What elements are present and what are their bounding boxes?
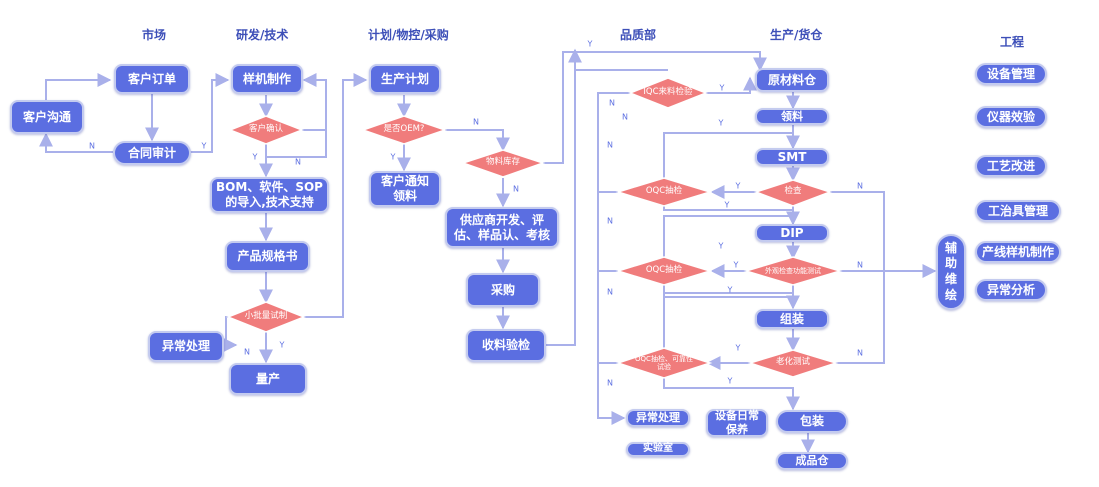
purchase-box[interactable]: 采购 <box>466 273 540 307</box>
raw-warehouse-box[interactable]: 原材料仓 <box>755 68 829 92</box>
flag-y: Y <box>201 141 207 151</box>
header-engineering: 工程 <box>1000 35 1025 49</box>
flag-n: N <box>607 140 613 150</box>
instrument-calibration-box[interactable]: 仪器效验 <box>975 106 1047 128</box>
inspect-label: 检查 <box>784 186 802 197</box>
customer-communication-box[interactable]: 客户沟通 <box>10 100 84 134</box>
header-quality: 品质部 <box>620 28 657 42</box>
is-oem-diamond[interactable] <box>360 115 448 145</box>
oqc3-diamond[interactable] <box>615 347 713 379</box>
flag-n: N <box>607 216 613 226</box>
equipment-management-box[interactable]: 设备管理 <box>975 63 1047 85</box>
bom-import-box[interactable]: BOM、软件、SOP 的导入,技术支持 <box>210 177 329 213</box>
flag-y: Y <box>718 241 724 251</box>
header-production: 生产/货仓 <box>770 28 823 42</box>
line-sample-box[interactable]: 产线样机制作 <box>975 241 1061 263</box>
supplier-development-box[interactable]: 供应商开发、评 估、样品认、考核 <box>445 207 559 248</box>
flag-y: Y <box>252 152 258 162</box>
flag-n: N <box>622 112 628 122</box>
flag-y: Y <box>735 181 741 191</box>
flag-n: N <box>857 348 863 358</box>
quality-exception-box[interactable]: 异常处理 <box>626 409 690 427</box>
aux-drawing-box[interactable]: 辅 助 维 绘 <box>936 234 966 310</box>
spec-book-box[interactable]: 产品规格书 <box>225 241 310 272</box>
customer-confirm-label: 客户确认 <box>248 124 284 135</box>
oqc1-label: OQC抽检 <box>645 186 683 197</box>
rnd-exception-box[interactable]: 异常处理 <box>148 331 224 362</box>
flag-y: Y <box>587 39 593 49</box>
flag-n: N <box>295 157 301 167</box>
flag-n: N <box>244 347 250 357</box>
pilot-run-label: 小批量试制 <box>244 311 288 322</box>
flag-n: N <box>607 378 613 388</box>
material-stock-diamond[interactable] <box>460 149 546 178</box>
oqc2-label: OQC抽检 <box>645 265 683 276</box>
dip-box[interactable]: DIP <box>755 224 829 242</box>
customer-order-box[interactable]: 客户订单 <box>114 64 190 94</box>
header-market: 市场 <box>142 28 167 42</box>
flag-n: N <box>473 117 479 127</box>
oqc3-label: OQC抽检、可靠性 试验 <box>635 354 693 371</box>
flag-n: N <box>89 141 95 151</box>
oqc2-diamond[interactable] <box>615 256 713 286</box>
material-stock-label: 物料库存 <box>485 157 521 168</box>
visual-func-test-diamond[interactable] <box>743 256 843 286</box>
flag-y: Y <box>727 376 733 386</box>
iqc-diamond[interactable] <box>627 77 709 109</box>
header-rnd: 研发/技术 <box>236 28 289 42</box>
smt-box[interactable]: SMT <box>755 148 829 166</box>
fixture-management-box[interactable]: 工治具管理 <box>975 200 1061 222</box>
pick-material-box[interactable]: 领料 <box>755 108 829 125</box>
receive-inspect-box[interactable]: 收料验检 <box>466 329 546 362</box>
flag-y: Y <box>719 83 725 93</box>
finished-warehouse-box[interactable]: 成品仓 <box>776 452 848 470</box>
aging-test-label: 老化测试 <box>775 357 811 368</box>
flag-y: Y <box>724 200 730 210</box>
oqc1-diamond[interactable] <box>615 177 713 207</box>
flag-n: N <box>857 260 863 270</box>
flag-n: N <box>857 181 863 191</box>
contract-review-box[interactable]: 合同审计 <box>113 141 191 165</box>
is-oem-label: 是否OEM? <box>383 124 425 135</box>
aging-test-diamond[interactable] <box>747 349 839 378</box>
process-improvement-box[interactable]: 工艺改进 <box>975 155 1047 177</box>
notify-customer-box[interactable]: 客户通知 领料 <box>369 171 441 207</box>
pilot-run-diamond[interactable] <box>225 301 307 333</box>
equipment-maintenance-box[interactable]: 设备日常 保养 <box>706 409 768 437</box>
iqc-label: IQC来料检验 <box>643 87 693 98</box>
exception-analysis-box[interactable]: 异常分析 <box>975 279 1047 301</box>
flag-y: Y <box>279 340 285 350</box>
flag-n: N <box>609 98 615 108</box>
mass-production-box[interactable]: 量产 <box>229 363 307 395</box>
flag-y: Y <box>390 152 396 162</box>
flag-n: N <box>513 184 519 194</box>
lab-box[interactable]: 实验室 <box>626 442 690 457</box>
production-plan-box[interactable]: 生产计划 <box>369 64 441 94</box>
header-plan: 计划/物控/采购 <box>368 28 449 42</box>
flag-y: Y <box>733 260 739 270</box>
inspect-diamond[interactable] <box>753 179 833 207</box>
flag-n: N <box>607 287 613 297</box>
packaging-box[interactable]: 包装 <box>776 410 848 433</box>
sample-making-box[interactable]: 样机制作 <box>231 64 303 94</box>
assembly-box[interactable]: 组装 <box>755 309 829 329</box>
flag-y: Y <box>718 118 724 128</box>
visual-func-test-label: 外观检查功能测试 <box>765 266 821 275</box>
flag-y: Y <box>735 343 741 353</box>
flag-y: Y <box>727 285 733 295</box>
customer-confirm-diamond[interactable] <box>227 115 305 145</box>
